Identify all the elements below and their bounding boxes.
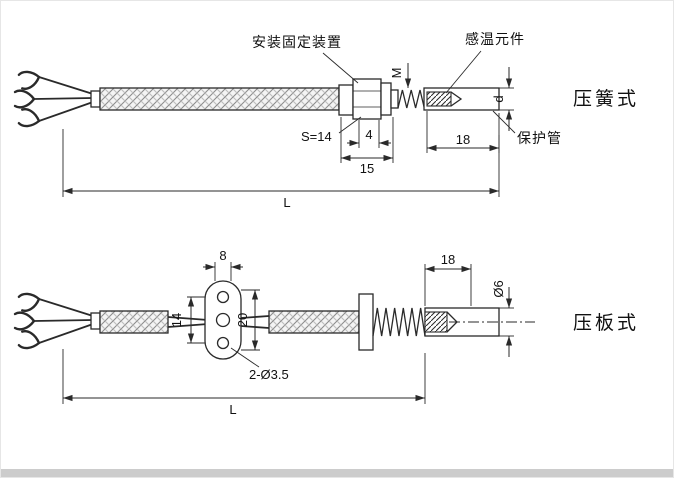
leader-mounting-device xyxy=(322,52,359,84)
braided-cable-bottom-right xyxy=(268,310,360,334)
dim-15: 15 xyxy=(360,161,374,176)
dim-8: 8 xyxy=(219,248,226,263)
compression-spring xyxy=(397,89,425,109)
callouts-top: 安装固定装置 感温元件 保护管 压簧式 xyxy=(252,31,639,146)
fork-terminal xyxy=(17,289,43,313)
sensing-element xyxy=(426,91,452,107)
hex-nut xyxy=(352,78,382,120)
lead-wires xyxy=(33,298,94,344)
dim-s14: S=14 xyxy=(301,129,332,144)
protection-tube-top xyxy=(423,87,500,111)
washer xyxy=(380,82,392,116)
bottom-diagram: 8 14 20 2-Ø3.5 18 Ø6 xyxy=(13,248,639,417)
dim-length-bottom: L xyxy=(229,402,236,417)
scan-edge-bar xyxy=(1,469,673,477)
mounting-plate xyxy=(204,280,242,360)
braided-cable-bottom-left xyxy=(99,310,169,334)
leader-holes xyxy=(230,347,260,368)
element-tip-line xyxy=(450,91,463,107)
plate-hole-top xyxy=(216,290,230,304)
fork-terminal xyxy=(13,89,36,109)
braided-cable-top xyxy=(99,87,340,111)
wire-ferrule xyxy=(90,90,101,108)
leader-protection-tube xyxy=(492,110,516,134)
fork-terminal xyxy=(13,311,36,331)
dim-length-top: L xyxy=(283,195,290,210)
leader-s14 xyxy=(338,116,362,134)
dim-18-top: 18 xyxy=(456,132,470,147)
lead-wire-terminals-top xyxy=(13,67,101,131)
dim-d: d xyxy=(491,95,506,102)
plate-hole-middle xyxy=(215,312,231,328)
label-mounting-device: 安装固定装置 xyxy=(252,34,342,50)
top-diagram: M S=14 4 15 18 d xyxy=(13,31,639,210)
fork-terminal xyxy=(17,67,43,91)
dim-4: 4 xyxy=(365,127,372,142)
type-label-spring: 压簧式 xyxy=(573,88,639,110)
sensing-element xyxy=(424,311,448,333)
stop-flange xyxy=(358,293,374,351)
dimensions-top: M S=14 4 15 18 d xyxy=(62,63,514,210)
lead-wire-terminals-bottom xyxy=(13,289,101,353)
label-sensing-element: 感温元件 xyxy=(465,31,525,47)
mounting-fitting xyxy=(338,78,399,120)
probe-tube-bottom xyxy=(424,307,535,337)
dim-20: 20 xyxy=(235,313,250,327)
dim-18-bottom: 18 xyxy=(441,252,455,267)
plate-hole-bottom xyxy=(216,336,230,350)
dim-dia6: Ø6 xyxy=(491,280,506,297)
type-label-plate: 压板式 xyxy=(573,312,639,334)
fitting-collar xyxy=(338,84,354,116)
wire-ferrule xyxy=(90,312,101,330)
neck xyxy=(390,89,399,109)
leader-sensing-element xyxy=(445,50,482,94)
dim-14: 14 xyxy=(169,313,184,327)
fork-terminal xyxy=(17,329,43,353)
fork-terminal xyxy=(17,107,43,131)
thread-section xyxy=(372,307,426,337)
dim-holes: 2-Ø3.5 xyxy=(249,367,289,382)
dim-m: M xyxy=(389,68,404,79)
label-protection-tube: 保护管 xyxy=(517,130,562,146)
dimensions-bottom: 8 14 20 2-Ø3.5 18 Ø6 xyxy=(62,248,514,417)
lead-wires xyxy=(33,76,94,122)
